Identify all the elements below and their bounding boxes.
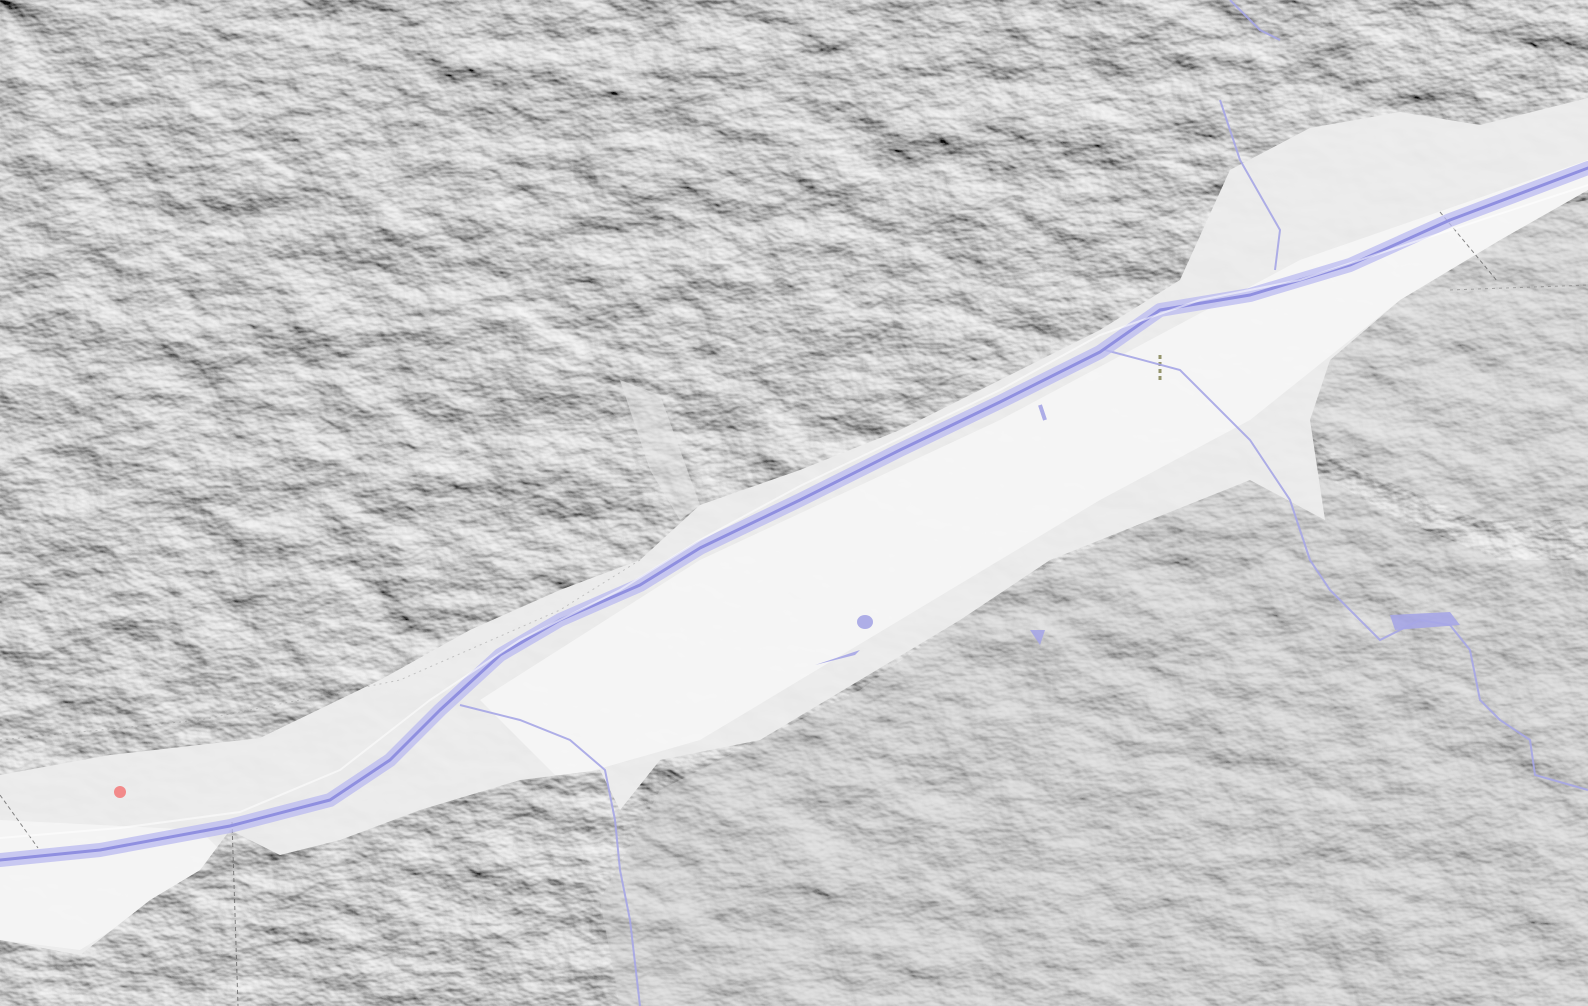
point-marker[interactable] (114, 786, 126, 798)
alluvial-fan (620, 380, 700, 520)
ponds (815, 612, 1460, 665)
streams (459, 0, 1588, 1006)
road (0, 184, 1588, 839)
southern-slopes (600, 480, 1588, 1006)
main-river (0, 161, 1588, 867)
